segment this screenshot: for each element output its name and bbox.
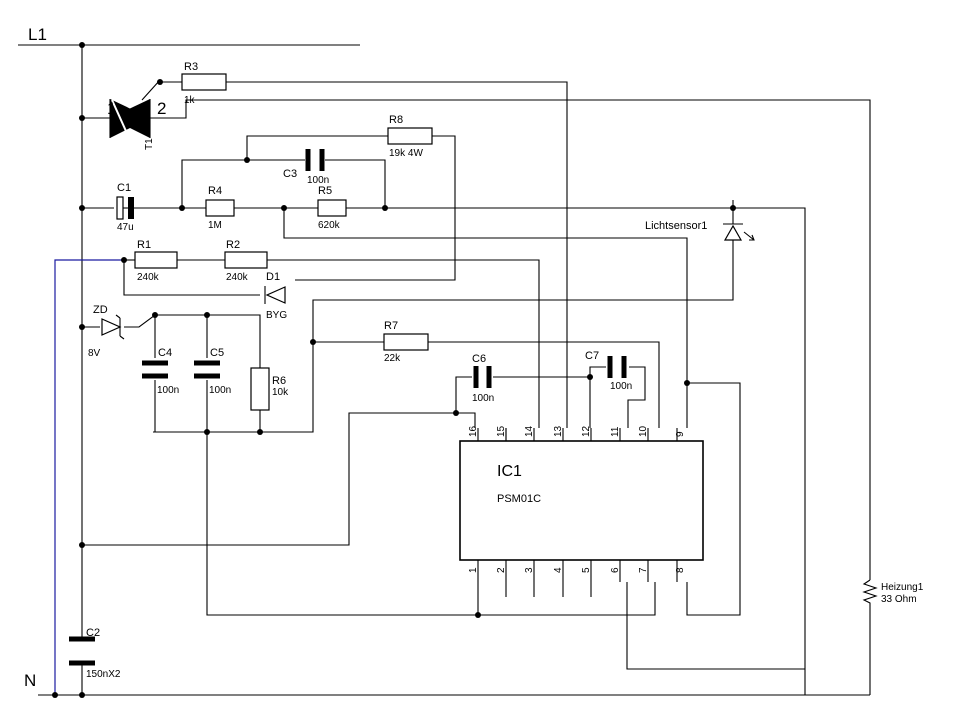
c3-name: C3 <box>283 168 297 180</box>
c4-value: 100n <box>157 385 179 396</box>
wires <box>18 44 871 696</box>
ic1-pin-5: 5 <box>581 567 592 573</box>
capacitor-c6 <box>473 366 492 388</box>
junction-dots <box>52 42 736 698</box>
c7-name: C7 <box>585 350 599 362</box>
d1-value: BYG <box>266 310 287 321</box>
ic1-pin-15: 15 <box>496 425 507 437</box>
heater-name: Heizung1 <box>881 582 924 593</box>
label-l1: L1 <box>28 25 47 44</box>
c2-value: 150nX2 <box>86 669 121 680</box>
heater-resistor <box>862 579 878 695</box>
r6-value: 10k <box>272 387 289 398</box>
ic1-pin-6: 6 <box>610 567 621 573</box>
ic1-pin-16: 16 <box>468 425 479 437</box>
r2-value: 240k <box>226 272 249 283</box>
c6-name: C6 <box>472 353 486 365</box>
ic1-name: IC1 <box>497 463 522 480</box>
ic1-part: PSM01C <box>497 493 541 505</box>
resistor-r6 <box>250 367 270 411</box>
resistor-r2 <box>224 251 268 269</box>
r8-name: R8 <box>389 114 403 126</box>
heater-value: 33 Ohm <box>881 594 917 605</box>
ic1-pin-2: 2 <box>496 567 507 573</box>
ic1-top-pin-lines <box>477 428 678 441</box>
resistor-r7 <box>383 333 429 351</box>
ic1-bottom-pin-lines <box>477 560 678 582</box>
ic1-pin-7: 7 <box>638 567 649 573</box>
r3-value: 1k <box>184 95 196 106</box>
capacitor-c2 <box>69 635 95 670</box>
r6-name: R6 <box>272 375 286 387</box>
ic1-pin-12: 12 <box>581 425 592 437</box>
zener-diode-zd <box>101 314 125 340</box>
ic1-pin-3: 3 <box>524 567 535 573</box>
c5-value: 100n <box>209 385 231 396</box>
r5-name: R5 <box>318 185 332 197</box>
ic1-pin-4: 4 <box>553 567 564 573</box>
resistor-r5 <box>317 199 347 217</box>
resistor-r4 <box>205 199 235 217</box>
light-sensor-name: Lichtsensor1 <box>645 220 707 232</box>
r8-value: 19k 4W <box>389 148 423 159</box>
capacitor-c7 <box>607 356 627 378</box>
ic1-pin-1: 1 <box>468 567 479 573</box>
c7-value: 100n <box>610 381 632 392</box>
ic1-pin-14: 14 <box>524 425 535 437</box>
capacitor-c1 <box>116 196 134 220</box>
ic1-pin-9: 9 <box>675 431 686 437</box>
triac-pin2-label: 2 <box>157 99 166 118</box>
ic1-chip <box>459 428 704 582</box>
r2-name: R2 <box>226 239 240 251</box>
triac-t1 <box>109 99 151 141</box>
capacitor-c5 <box>194 360 220 379</box>
r3-name: R3 <box>184 61 198 73</box>
label-n: N <box>24 671 36 690</box>
ic1-pin-8: 8 <box>675 567 686 573</box>
r4-name: R4 <box>208 185 222 197</box>
ic1-pin-13: 13 <box>553 425 564 437</box>
ic1-pin-10: 10 <box>638 425 649 437</box>
r7-name: R7 <box>384 320 398 332</box>
c3-value: 100n <box>307 175 329 186</box>
c1-name: C1 <box>117 182 131 194</box>
resistor-r3 <box>181 73 227 91</box>
diode-d1 <box>264 286 286 304</box>
r1-name: R1 <box>137 239 151 251</box>
ic1-top-pin-numbers: 16 15 14 13 12 11 10 9 <box>468 425 686 437</box>
c5-name: C5 <box>210 347 224 359</box>
r1-value: 240k <box>137 272 160 283</box>
d1-name: D1 <box>266 271 280 283</box>
c4-name: C4 <box>158 347 172 359</box>
c6-value: 100n <box>472 393 494 404</box>
resistor-r8 <box>387 127 433 145</box>
c1-value: 47u <box>117 222 134 233</box>
c2-name: C2 <box>86 627 100 639</box>
triac-name-label: T1 <box>144 138 155 150</box>
r7-value: 22k <box>384 353 401 364</box>
r4-value: 1M <box>208 220 222 231</box>
r5-value: 620k <box>318 220 341 231</box>
ic1-bottom-pin-numbers: 1 2 3 4 5 6 7 8 <box>468 567 686 573</box>
zd-name: ZD <box>93 304 108 316</box>
capacitor-c4 <box>142 360 168 379</box>
zd-value: 8V <box>88 348 101 359</box>
triac-pin1-label: 1 <box>107 99 116 118</box>
ic1-pin-11: 11 <box>610 426 621 437</box>
light-sensor <box>723 208 755 245</box>
capacitor-c3 <box>305 149 325 171</box>
resistor-r1 <box>134 251 178 269</box>
